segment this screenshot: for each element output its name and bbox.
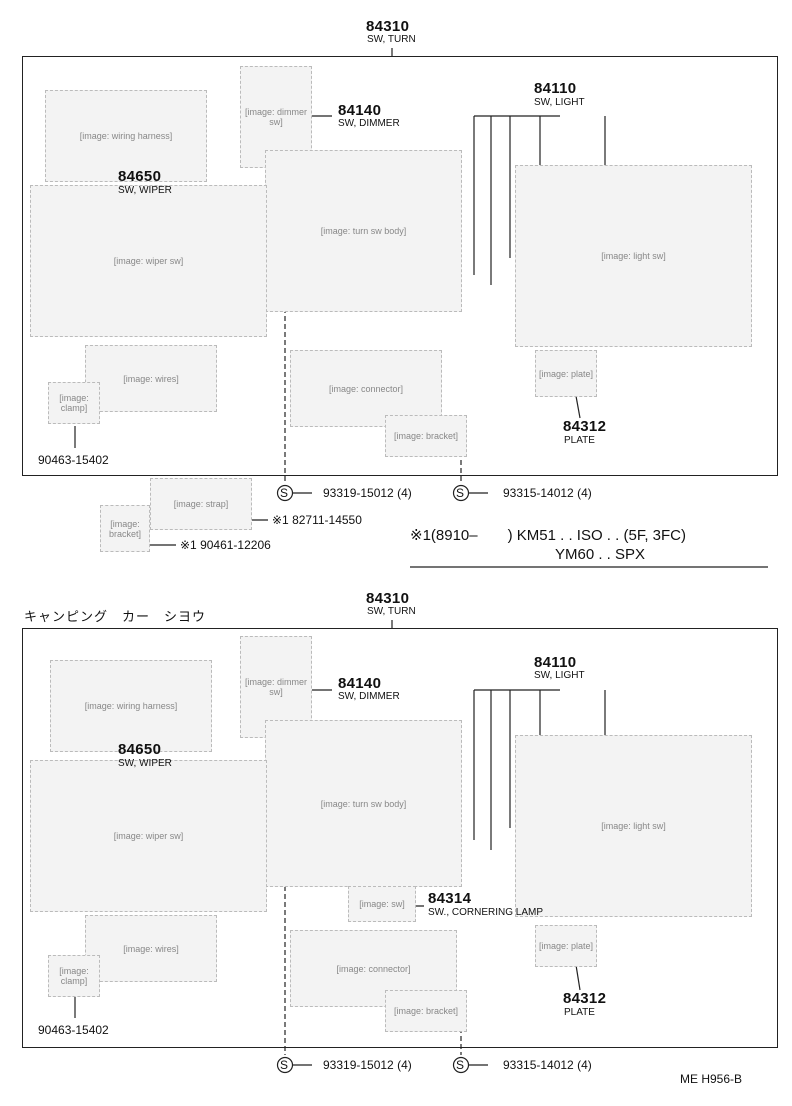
- part-number-screw-2: 93315-14012 (4): [503, 1058, 592, 1072]
- bracket-small-illustration: [image: bracket]: [100, 505, 150, 552]
- part-number-light-switch: 84110: [534, 654, 577, 671]
- part-name-light-switch: SW, LIGHT: [534, 97, 585, 108]
- bracket-illustration: [image: bracket]: [385, 990, 467, 1032]
- part-number-screw-2: 93315-14012 (4): [503, 486, 592, 500]
- strap-illustration: [image: strap]: [150, 478, 252, 530]
- plate-illustration: [image: plate]: [535, 350, 597, 397]
- light-switch-illustration: [image: light sw]: [515, 735, 752, 917]
- connector-block-illustration: [image: connector]: [290, 350, 442, 427]
- part-name-cornering-lamp-switch: SW., CORNERING LAMP: [428, 907, 544, 918]
- part-number-wiper-switch: 84650: [118, 741, 162, 758]
- s-symbol: S: [280, 486, 289, 500]
- applicability-note-line-2: YM60 . . SPX: [555, 546, 646, 563]
- wiring-harness-illustration: [image: wiring harness]: [50, 660, 212, 752]
- top-diagram-frame: [22, 56, 778, 476]
- part-number-strap: ※1 82711-14550: [272, 513, 362, 527]
- part-number-clamp: 90463-15402: [38, 453, 109, 467]
- part-name-dimmer-switch: SW, DIMMER: [338, 118, 400, 129]
- plate-illustration: [image: plate]: [535, 925, 597, 967]
- part-number-screw-1: 93319-15012 (4): [323, 1058, 412, 1072]
- s-symbol: S: [280, 1058, 289, 1072]
- part-name-dimmer-switch: SW, DIMMER: [338, 691, 400, 702]
- wiper-switch-illustration: [image: wiper sw]: [30, 760, 267, 912]
- part-number-dimmer-switch: 84140: [338, 102, 382, 119]
- part-number-light-switch: 84110: [534, 80, 577, 97]
- bottom-diagram-frame: [22, 628, 778, 1048]
- part-name-turn-switch: SW, TURN: [367, 606, 416, 617]
- part-number-cornering-lamp-switch: 84314: [428, 890, 472, 907]
- part-number-bracket: ※1 90461-12206: [180, 538, 271, 552]
- part-number-turn-switch: 84310: [366, 18, 410, 35]
- part-name-light-switch: SW, LIGHT: [534, 670, 585, 681]
- part-number-plate: 84312: [563, 418, 607, 435]
- s-symbol: S: [456, 486, 465, 500]
- wiper-switch-illustration: [image: wiper sw]: [30, 185, 267, 337]
- part-number-clamp: 90463-15402: [38, 1023, 109, 1037]
- part-number-dimmer-switch: 84140: [338, 675, 382, 692]
- part-number-turn-switch: 84310: [366, 590, 410, 607]
- part-name-plate: PLATE: [564, 435, 595, 446]
- s-symbol: S: [456, 1058, 465, 1072]
- connector-block-illustration: [image: connector]: [290, 930, 457, 1007]
- cornering-lamp-switch-illustration: [image: sw]: [348, 886, 416, 922]
- part-number-plate: 84312: [563, 990, 607, 1007]
- light-switch-illustration: [image: light sw]: [515, 165, 752, 347]
- turn-switch-body-illustration: [image: turn sw body]: [265, 150, 462, 312]
- section-heading-camping-car: キャンピング カー シヨウ: [24, 609, 207, 624]
- part-name-wiper-switch: SW, WIPER: [118, 185, 172, 196]
- clamp-illustration: [image: clamp]: [48, 955, 100, 997]
- part-name-plate: PLATE: [564, 1007, 595, 1018]
- turn-switch-body-illustration: [image: turn sw body]: [265, 720, 462, 887]
- wiring-harness-illustration: [image: wiring harness]: [45, 90, 207, 182]
- part-number-wiper-switch: 84650: [118, 168, 162, 185]
- part-name-wiper-switch: SW, WIPER: [118, 758, 172, 769]
- applicability-note-line-1: ※1(8910– ) KM51 . . ISO . . (5F, 3FC): [410, 527, 686, 544]
- bracket-illustration: [image: bracket]: [385, 415, 467, 457]
- diagram-reference-code: ME H956-B: [680, 1072, 743, 1086]
- clamp-illustration: [image: clamp]: [48, 382, 100, 424]
- part-name-turn-switch: SW, TURN: [367, 34, 416, 45]
- part-number-screw-1: 93319-15012 (4): [323, 486, 412, 500]
- wire-bundle-illustration: [image: wires]: [85, 345, 217, 412]
- wire-bundle-illustration: [image: wires]: [85, 915, 217, 982]
